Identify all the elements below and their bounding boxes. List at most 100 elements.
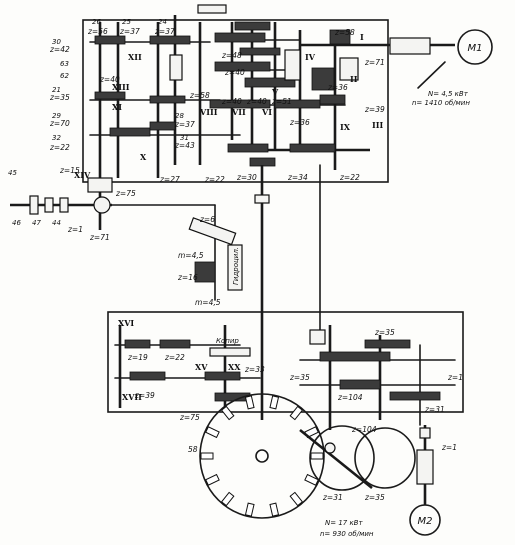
cam-wheel-2: [354, 427, 416, 489]
gear-label: z=31: [424, 405, 445, 414]
item-number: 62: [60, 72, 69, 80]
shaft-label: XX: [228, 362, 241, 372]
copier: [209, 347, 251, 357]
item-number: 58: [188, 445, 198, 454]
disc-slot: [304, 473, 319, 486]
motor1-label: M1: [468, 43, 483, 54]
gear-label: z=39: [134, 391, 155, 400]
copier-label: Копир: [216, 337, 239, 345]
gear-label: z=27: [159, 175, 180, 184]
motor2-circle: [409, 504, 441, 536]
gear-label: z=71: [364, 58, 385, 67]
disc-slot: [269, 395, 280, 410]
gear-label: z=42: [49, 45, 70, 54]
motor1-circle: [457, 29, 493, 65]
disc-slot: [310, 452, 324, 460]
gear-label: z=1: [67, 225, 83, 234]
gear-label: z=35: [364, 493, 385, 502]
item-number: 45: [8, 169, 17, 177]
item-number: 25: [122, 18, 131, 26]
gear-label: z=22: [164, 353, 185, 362]
vertical-note: Гидроцил.: [232, 247, 240, 285]
shaft-label: XII: [128, 52, 142, 62]
item-number: 29: [52, 112, 61, 120]
lower-housing: [107, 311, 464, 413]
shaft-label: XI: [112, 102, 122, 112]
shaft-label: XVII: [122, 392, 142, 402]
slotted-disc: [199, 393, 325, 519]
gear-label: z=75: [115, 189, 136, 198]
item-number: 24: [158, 18, 167, 26]
item-number: 47: [32, 219, 41, 227]
gear-label: z=40: [99, 75, 120, 84]
worm-gear: [93, 196, 111, 214]
gearbox-housing: [82, 19, 389, 183]
gear-label: z=31: [322, 493, 343, 502]
item-number: 46: [12, 219, 21, 227]
gear-label: z=19: [127, 353, 148, 362]
disc-slot: [200, 452, 214, 460]
gear-label: z=56: [87, 27, 108, 36]
shaft-label: XVI: [118, 318, 134, 328]
disc-slot: [289, 491, 304, 507]
pinion: [194, 261, 216, 283]
gear-label: z=35: [49, 93, 70, 102]
motor2-speed: n= 930 об/мин: [320, 530, 374, 538]
disc-slot: [289, 405, 304, 421]
motor2-power: N= 17 кВт: [325, 519, 363, 527]
item-number: 44: [52, 219, 61, 227]
gear-label: z=1: [441, 443, 457, 452]
shaft-label: X: [140, 152, 147, 162]
gear-label: z=37: [174, 120, 195, 129]
gear-label: z=70: [49, 119, 70, 128]
gear-label: z=58: [334, 28, 355, 37]
gear-label: z=48: [221, 51, 242, 60]
shaft-label: I: [360, 32, 364, 42]
shaft-label: IX: [340, 122, 351, 132]
gear-label: z=33: [244, 365, 265, 374]
gear-label: z=36: [289, 118, 310, 127]
gear-label: z=30: [236, 173, 257, 182]
gear-label: z=15: [59, 166, 80, 175]
gear-label: z=104: [337, 393, 363, 402]
module-label: m=4,5: [178, 251, 204, 260]
shaft-label: VII: [231, 107, 246, 117]
item-number: 30: [52, 38, 61, 46]
shaft-label: XIII: [112, 82, 130, 92]
gear-label: z=22: [49, 143, 70, 152]
shaft-label: XV: [195, 362, 208, 372]
gear-label: z=35: [374, 328, 395, 337]
item-number: 31: [180, 134, 189, 142]
gear-label: z=35: [289, 373, 310, 382]
shaft-label: III: [372, 120, 383, 130]
item-number: 21: [52, 86, 61, 94]
shaft-label: XIV: [74, 170, 91, 180]
gear-block: [94, 35, 126, 45]
disc-slot: [205, 426, 220, 439]
disc-slot: [205, 473, 220, 486]
gear-label: z=51: [271, 97, 292, 106]
gear-label: z=39: [364, 105, 385, 114]
gear-label: z=6: [199, 215, 215, 224]
disc-slot: [220, 491, 235, 507]
coupling-box: [389, 37, 431, 55]
gear-label: z=36: [327, 83, 348, 92]
hydraulic-cylinder: [227, 244, 243, 291]
disc-slots: [200, 395, 324, 517]
gear-label: z=16: [177, 273, 198, 282]
item-number: 32: [52, 134, 61, 142]
gear-label: z=22: [204, 175, 225, 184]
motor1-speed: n= 1410 об/мин: [412, 99, 470, 107]
gear-label: z=34: [287, 173, 308, 182]
gear-label: z=37: [154, 27, 175, 36]
gear-label: z=40: [224, 68, 245, 77]
gear-label: z=1: [447, 373, 463, 382]
item-number: 26: [92, 18, 101, 26]
rack: [188, 217, 237, 246]
disc-slot: [244, 502, 255, 517]
shaft-label: V: [271, 87, 279, 97]
item-number: 28: [175, 112, 184, 120]
gear-label: z=40: [246, 97, 267, 106]
